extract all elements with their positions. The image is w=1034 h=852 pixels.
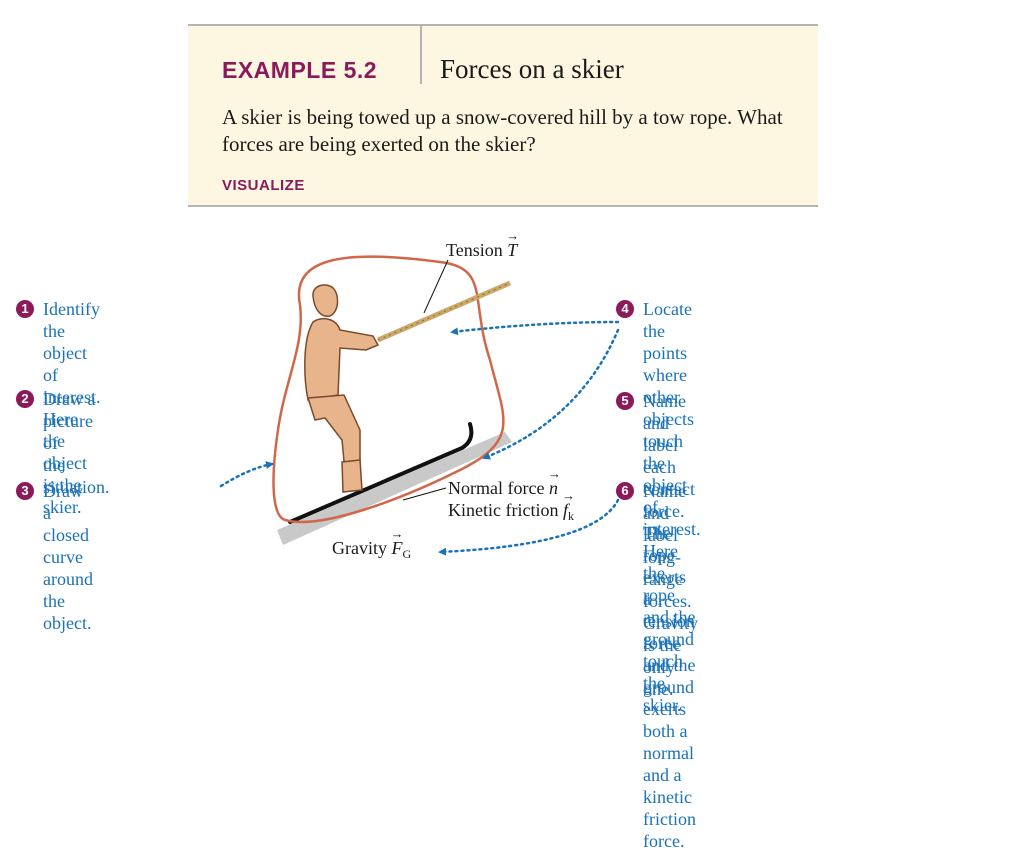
ground-contact-arrow — [482, 328, 620, 460]
kinetic-friction-label: Kinetic friction fk — [448, 500, 574, 524]
tension-symbol: T — [507, 240, 517, 260]
skier-figure — [304, 284, 380, 493]
step-text: Name and label long-range forces. Gravit… — [643, 481, 698, 699]
friction-symbol: f — [563, 500, 568, 520]
example-question: A skier is being towed up a snow-covered… — [222, 105, 783, 156]
normal-pointer — [402, 487, 447, 501]
curve-arrow — [219, 461, 274, 488]
normal-force-label: Normal force n — [448, 478, 558, 499]
tension-label: Tension T — [446, 240, 517, 261]
normal-symbol: n — [549, 478, 558, 498]
example-title: Forces on a skier — [440, 54, 624, 84]
skier-diagram — [219, 255, 620, 556]
gravity-arrow — [438, 498, 620, 556]
step-text: Identify the object of interest. Here th… — [43, 299, 101, 517]
tow-rope — [377, 280, 511, 343]
closed-curve — [272, 255, 505, 524]
step-number: 3 — [16, 482, 34, 500]
section-heading: VISUALIZE — [222, 177, 305, 194]
rope-contact-arrow — [450, 320, 620, 336]
gravity-label: Gravity FG — [332, 538, 411, 562]
ski — [288, 422, 474, 524]
step-text: Draw a picture of the situation. — [43, 389, 110, 497]
example-header: EXAMPLE 5.2 Forces on a skier A skier is… — [188, 24, 818, 207]
example-label: EXAMPLE 5.2 — [222, 57, 378, 83]
step-text: Draw a closed curve around the object. — [43, 481, 93, 633]
step-number: 5 — [616, 392, 634, 410]
tension-pointer — [423, 259, 449, 314]
step-number: 6 — [616, 482, 634, 500]
header-divider — [420, 26, 422, 84]
step-number: 1 — [16, 300, 34, 318]
gravity-symbol: F — [391, 538, 402, 558]
step-number: 2 — [16, 390, 34, 408]
step-number: 4 — [616, 300, 634, 318]
